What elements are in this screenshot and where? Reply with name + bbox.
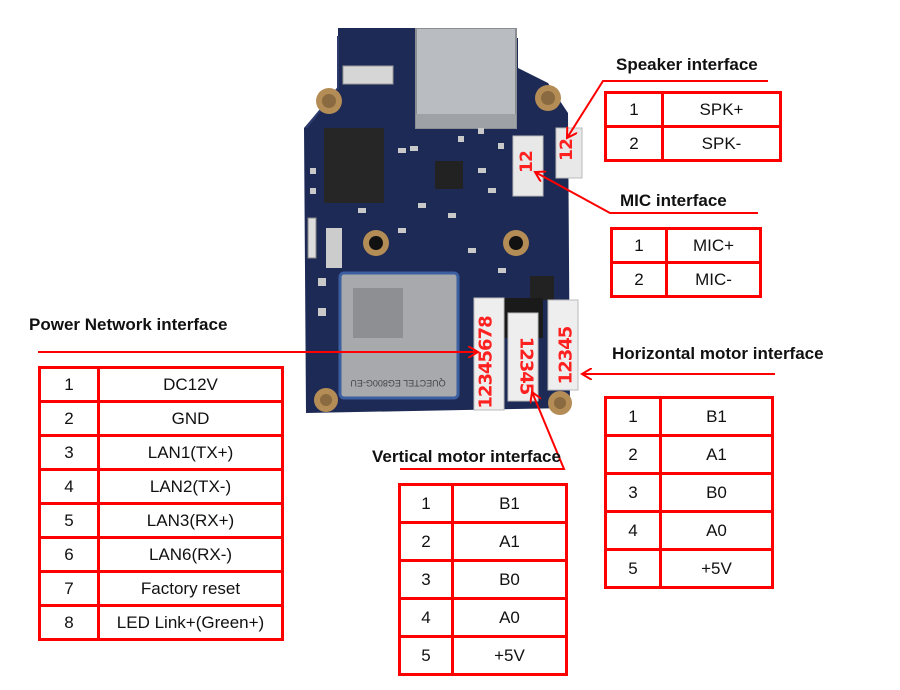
pin-number: 1 xyxy=(398,483,454,524)
vertical-motor-leader-line xyxy=(400,392,566,470)
pin-number: 5 xyxy=(398,635,454,676)
mic-pin-table: 1 MIC+ 2 MIC- xyxy=(610,227,762,298)
pin-signal: A1 xyxy=(451,521,568,562)
pin-signal: B1 xyxy=(659,396,774,437)
pcb-board: QUECTEL EG800G-EU xyxy=(304,28,583,415)
pin-signal: Factory reset xyxy=(97,570,284,607)
table-row: 2 MIC- xyxy=(610,261,762,298)
table-row: 5+5V xyxy=(398,635,568,676)
pin-signal: DC12V xyxy=(97,366,284,403)
pin-number: 1 xyxy=(610,227,668,264)
pin-number: 1 xyxy=(604,91,664,128)
mic-interface-title: MIC interface xyxy=(620,191,727,210)
pin-number: 2 xyxy=(604,125,664,162)
table-row: 2 SPK- xyxy=(604,125,782,162)
table-row: 1 MIC+ xyxy=(610,227,762,264)
pin-number: 7 xyxy=(38,570,100,607)
pin-number: 3 xyxy=(398,559,454,600)
pin-signal: B0 xyxy=(659,472,774,513)
sd-card-slot xyxy=(415,28,517,129)
pin-signal: B1 xyxy=(451,483,568,524)
pin-signal: LAN3(RX+) xyxy=(97,502,284,539)
power-network-interface-title: Power Network interface xyxy=(29,315,228,334)
pin-number: 1 xyxy=(38,366,100,403)
pin-number: 4 xyxy=(604,510,662,551)
pin-signal: MIC+ xyxy=(665,227,762,264)
pin-number: 5 xyxy=(38,502,100,539)
pin-number: 3 xyxy=(38,434,100,471)
pin-signal: LAN1(TX+) xyxy=(97,434,284,471)
pin-number: 4 xyxy=(38,468,100,505)
pin-number: 8 xyxy=(38,604,100,641)
speaker-pin-table: 1 SPK+ 2 SPK- xyxy=(604,91,782,162)
switch-component xyxy=(342,65,394,85)
pin-signal: A0 xyxy=(451,597,568,638)
mic-leader-line xyxy=(535,172,758,214)
pin-number: 1 xyxy=(604,396,662,437)
pin-signal: LED Link+(Green+) xyxy=(97,604,284,641)
pin-number: 2 xyxy=(38,400,100,437)
pin-signal: GND xyxy=(97,400,284,437)
speaker-leader-line xyxy=(567,80,768,138)
pin-signal: LAN6(RX-) xyxy=(97,536,284,573)
soc-chip xyxy=(324,128,384,203)
table-row: 5+5V xyxy=(604,548,774,589)
pin-number: 6 xyxy=(38,536,100,573)
pin-signal: SPK+ xyxy=(661,91,782,128)
pin-number: 2 xyxy=(604,434,662,475)
vertical-motor-connector xyxy=(507,312,539,402)
table-row: 1 SPK+ xyxy=(604,91,782,128)
pin-signal: A1 xyxy=(659,434,774,475)
horizontal-motor-interface-title: Horizontal motor interface xyxy=(612,344,824,363)
pin-number: 5 xyxy=(604,548,662,589)
pin-signal: LAN2(TX-) xyxy=(97,468,284,505)
pin-number: 3 xyxy=(604,472,662,513)
vertical-motor-interface-title: Vertical motor interface xyxy=(372,447,561,466)
horizontal-motor-connector xyxy=(547,299,579,391)
pin-number: 2 xyxy=(398,521,454,562)
pin-signal: SPK- xyxy=(661,125,782,162)
speaker-interface-title: Speaker interface xyxy=(616,55,758,74)
mic-connector xyxy=(512,135,544,197)
module-label: QUECTEL EG800G-EU xyxy=(350,378,445,388)
pin-signal: +5V xyxy=(659,548,774,589)
pin-signal: MIC- xyxy=(665,261,762,298)
pin-signal: +5V xyxy=(451,635,568,676)
pin-number: 4 xyxy=(398,597,454,638)
pin-number: 2 xyxy=(610,261,668,298)
pin-signal: B0 xyxy=(451,559,568,600)
pin-signal: A0 xyxy=(659,510,774,551)
